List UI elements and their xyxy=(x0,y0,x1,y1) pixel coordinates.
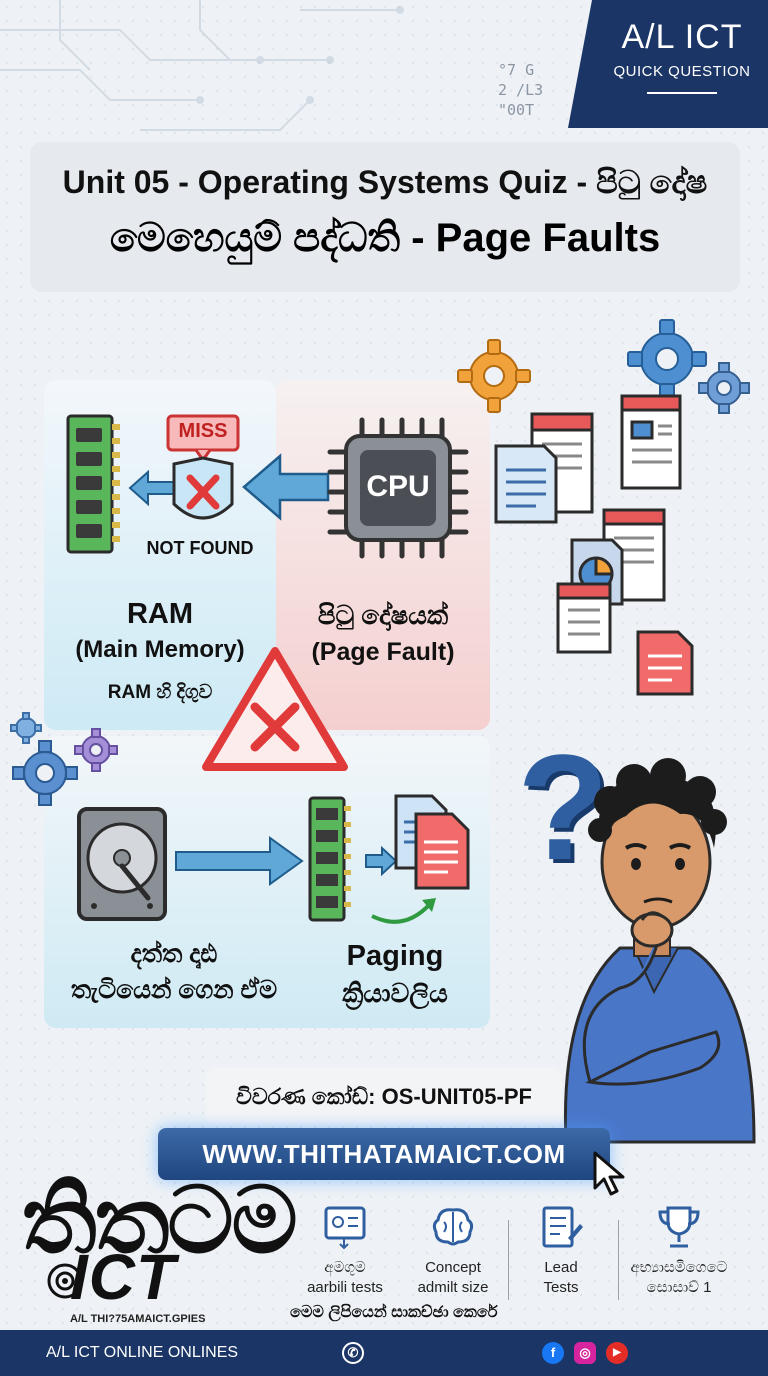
website-link[interactable]: WWW.THITHATAMAICT.COM xyxy=(158,1128,610,1180)
feature-line-1: අමගුම xyxy=(324,1259,366,1276)
explanation-code: විවරණ කෝඩ්: OS-UNIT05-PF xyxy=(206,1068,562,1126)
feature-line-1: අභ්‍යාසමිගෙටෙ xyxy=(630,1259,728,1276)
ram-subtitle: (Main Memory) xyxy=(75,636,245,663)
miss-shield-icon xyxy=(166,414,240,520)
cursor-icon xyxy=(593,1151,625,1196)
feature-divider xyxy=(508,1220,509,1300)
instagram-icon[interactable]: ◎ xyxy=(574,1342,596,1364)
trophy-icon xyxy=(656,1204,702,1250)
miss-label: MISS xyxy=(178,420,228,442)
circuit-decoration xyxy=(0,0,404,131)
warning-icon xyxy=(202,647,348,771)
gear-icon xyxy=(74,728,118,772)
feature-lead-tests: Lead Tests xyxy=(506,1204,616,1298)
corner-code-line: "00T xyxy=(498,101,535,119)
feature-line-1: Concept xyxy=(425,1259,481,1276)
facebook-icon[interactable]: f xyxy=(542,1342,564,1364)
page-fault-label: (Page Fault) xyxy=(311,638,455,666)
brand-logo-subtitle: A/L THI?75AMAICT.GPIES xyxy=(70,1313,206,1325)
feature-line-2: aarbili tests xyxy=(307,1279,383,1296)
badge-underline xyxy=(647,92,717,94)
feature-line-2: Tests xyxy=(543,1279,579,1296)
brand-logo-ict: ICT xyxy=(70,1241,177,1313)
feature-line-2: admilt size xyxy=(417,1279,489,1296)
brain-icon xyxy=(430,1204,476,1250)
feature-line-2: සොසාව් 1 xyxy=(646,1279,712,1296)
whatsapp-icon[interactable]: ✆ xyxy=(342,1342,364,1364)
cpu-chip-icon xyxy=(327,417,469,559)
youtube-icon[interactable]: ▶ xyxy=(606,1342,628,1364)
cpu-label: CPU xyxy=(366,470,430,503)
corner-code: °7 G 2 /L3 "00T xyxy=(498,60,543,120)
gear-icon xyxy=(627,319,707,399)
gear-icon xyxy=(12,740,78,806)
page-documents-icon xyxy=(394,794,470,890)
ram-module-small-icon xyxy=(308,796,351,922)
ram-module-icon xyxy=(66,414,120,554)
paging-label: Paging xyxy=(346,940,444,972)
features-caption: මෙම ලිපියෙන් සාකච්ඡා කෙරේ xyxy=(290,1304,498,1321)
badge-title: A/L ICT xyxy=(621,18,743,56)
page-title: Unit 05 - Operating Systems Quiz - පිටු … xyxy=(62,164,708,200)
question-mark: ? xyxy=(517,723,609,891)
page-fault-sinhala-label: පිටු දෝෂයක් xyxy=(317,600,449,630)
footer-bar: A/L ICT ONLINE ONLINES ✆ f ◎ ▶ xyxy=(0,1330,768,1376)
page-subtitle: මෙහෙයුම් පද්ධති - Page Faults xyxy=(109,216,661,260)
hard-disk-icon xyxy=(77,807,167,921)
test-doc-icon xyxy=(538,1204,584,1250)
quick-question-badge: A/L ICT QUICK QUESTION xyxy=(568,0,768,128)
gear-icon xyxy=(698,362,750,414)
gear-icon xyxy=(10,712,42,744)
footer-text: A/L ICT ONLINE ONLINES xyxy=(46,1344,239,1361)
feature-concept: Concept admilt size xyxy=(398,1204,508,1298)
corner-code-line: °7 G xyxy=(498,61,535,79)
paging-process-label: ක්‍රියාවලිය xyxy=(342,978,448,1008)
corner-code-line: 2 /L3 xyxy=(498,81,544,99)
arrow-cpu-to-ram-icon xyxy=(242,453,330,521)
disk-load-label-1: දත්ත දෘඪ xyxy=(130,940,218,968)
feature-trophy: අභ්‍යාසමිගෙටෙ සොසාව් 1 xyxy=(624,1204,734,1298)
curved-arrow-icon xyxy=(371,898,436,924)
thinking-person-illustration xyxy=(563,758,756,1144)
ram-sinhala-label: RAM හි දිගුව xyxy=(107,682,213,703)
quiz-icon xyxy=(322,1204,368,1250)
feature-quiz: අමගුම aarbili tests xyxy=(290,1204,400,1298)
small-arrow-icon xyxy=(365,845,398,877)
documents-cluster-icon xyxy=(494,394,694,696)
feature-divider xyxy=(618,1220,619,1300)
ram-title: RAM xyxy=(126,598,194,630)
feature-line-1: Lead xyxy=(544,1259,578,1276)
title-box: Unit 05 - Operating Systems Quiz - පිටු … xyxy=(30,142,740,292)
brand-logo: තිතටම xyxy=(22,1166,298,1274)
disk-load-label-2: තැටියෙන් ගෙන ඒම xyxy=(70,976,278,1004)
gear-icon xyxy=(457,339,531,413)
not-found-label: NOT FOUND xyxy=(146,538,254,558)
badge-subtitle: QUICK QUESTION xyxy=(613,63,751,80)
arrow-left-icon xyxy=(128,469,175,507)
arrow-right-icon xyxy=(175,836,304,886)
logo-seal-icon xyxy=(47,1263,83,1299)
